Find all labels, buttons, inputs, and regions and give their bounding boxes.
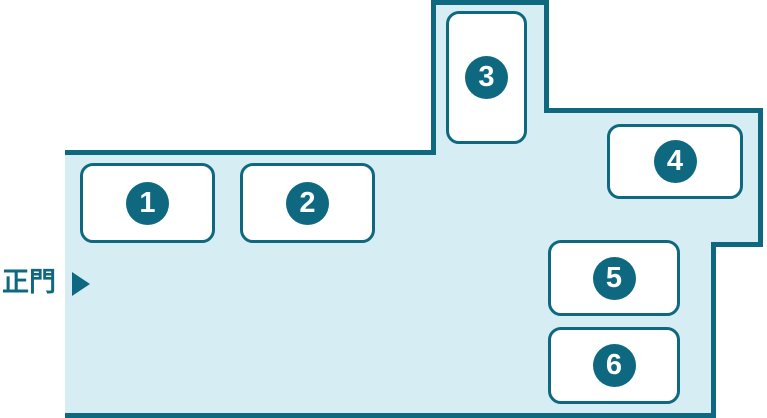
building-5-number-badge: 5	[592, 256, 636, 300]
building-3-number-badge: 3	[465, 56, 508, 99]
building-5-number: 5	[605, 261, 623, 294]
main-gate-label: 正門	[2, 267, 56, 297]
building-6-number: 6	[605, 349, 623, 381]
building-4: 4	[607, 124, 743, 199]
building-1: 1	[80, 163, 215, 243]
building-1-number-badge: 1	[126, 181, 169, 225]
gate-arrow-icon	[72, 272, 90, 296]
building-3-number: 3	[478, 61, 495, 93]
building-4-number: 4	[666, 145, 684, 177]
building-6: 6	[548, 327, 680, 404]
building-5: 5	[548, 240, 680, 316]
building-4-number-badge: 4	[653, 140, 697, 183]
building-6-number-badge: 6	[592, 344, 636, 387]
building-1-number: 1	[139, 186, 156, 219]
building-2-number-badge: 2	[286, 181, 329, 225]
campus-grounds-outline	[65, 0, 763, 418]
building-3: 3	[446, 11, 527, 144]
building-2-number: 2	[299, 186, 316, 219]
building-2: 2	[240, 163, 375, 243]
